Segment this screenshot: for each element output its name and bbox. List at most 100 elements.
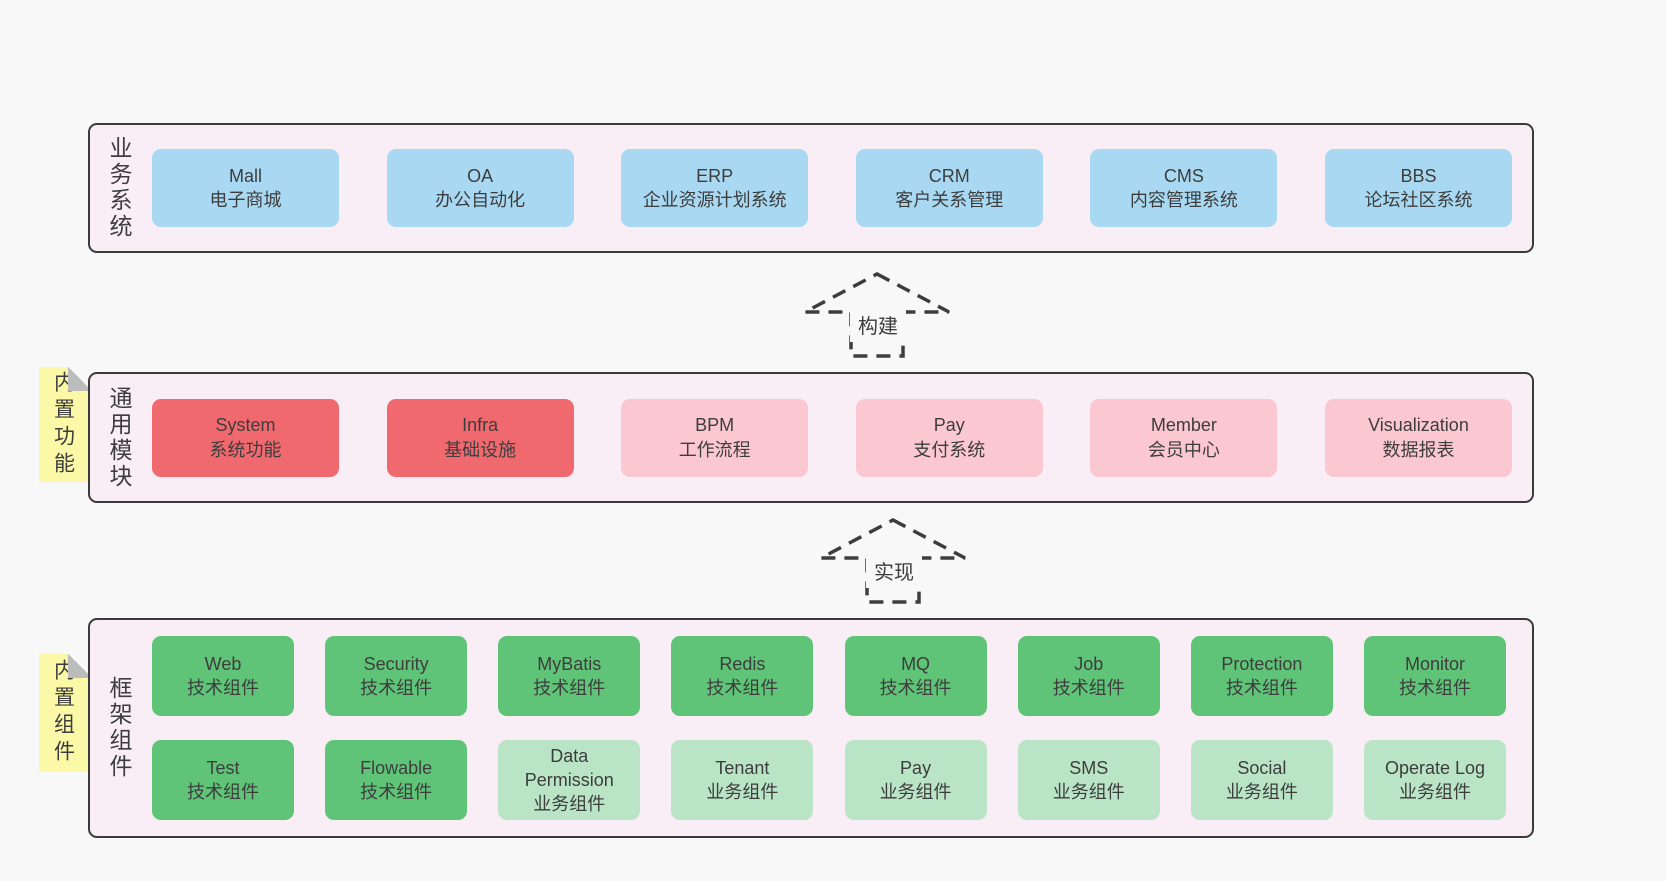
box-subtitle: 技术组件 [533,678,606,698]
diagram-box-bpm: BPM 工作流程 [621,398,809,477]
box-title: Infra [462,415,499,436]
box-subtitle: 系统功能 [209,439,282,460]
box-subtitle: 会员中心 [1147,439,1220,460]
box-subtitle: 技术组件 [706,678,779,698]
box-title: Tenant [715,757,770,778]
diagram-box-mybatis: MyBatis 技术组件 [498,636,641,716]
diagram-box-web: Web 技术组件 [152,636,294,716]
diagram-box-erp: ERP 企业资源计划系统 [621,149,809,227]
arrow-outline [820,518,966,604]
box-subtitle: 业务组件 [533,794,606,815]
box-subtitle: 电子商城 [209,190,282,210]
box-subtitle: 业务组件 [879,782,952,802]
box-title: Flowable [360,757,433,778]
box-title: BPM [695,415,735,436]
diagram-box-social: Social 业务组件 [1190,740,1333,820]
diagram-box-redis: Redis 技术组件 [671,636,814,716]
box-subtitle: 数据报表 [1382,439,1455,460]
box-subtitle: 业务组件 [1225,782,1298,802]
diagram-box-pay: Pay 业务组件 [844,740,987,820]
diagram-box-data-permission: Data Permission 业务组件 [498,740,641,820]
box-subtitle: 内容管理系统 [1129,190,1238,210]
box-subtitle: 基础设施 [444,439,517,460]
box-title: CMS [1163,165,1204,186]
arrow-outline [804,272,950,358]
diagram-box-member: Member 会员中心 [1090,398,1278,477]
box-title: Redis [719,653,766,674]
box-title: Pay [933,415,965,436]
section-title: 框架组件 [106,676,132,780]
box-subtitle: 技术组件 [1225,678,1298,698]
diagram-box-bbs: BBS 论坛社区系统 [1324,149,1512,227]
box-title: Security [363,653,429,674]
box-subtitle: 技术组件 [187,782,259,802]
box-subtitle: 技术组件 [879,678,952,698]
box-title: Protection [1221,653,1303,674]
diagram-box-crm: CRM 客户关系管理 [855,149,1043,227]
box-title: MyBatis [537,653,602,674]
diagram-box-job: Job 技术组件 [1017,636,1160,716]
box-subtitle: 业务组件 [706,782,779,802]
business-systems-section: 业务系统 Mall 电子商城 OA 办公自动化 ERP 企业资源计划系统 CRM 客户关系管理… [88,123,1534,253]
box-title: OA [467,165,494,186]
arrow-label: 实现 [874,561,914,584]
diagram-box-visualization: Visualization 数据报表 [1324,398,1512,477]
section-title: 通用模块 [106,385,132,490]
diagram-box-security: Security 技术组件 [325,636,468,716]
box-subtitle: 企业资源计划系统 [642,190,787,210]
box-subtitle: 技术组件 [1052,678,1125,698]
box-title: Job [1074,653,1104,674]
diagram-box-monitor: Monitor 技术组件 [1363,636,1506,716]
box-title: ERP [696,165,734,186]
arrow-label: 构建 [858,315,898,338]
box-title: MQ [901,653,931,674]
box-title: Web [204,653,242,674]
box-subtitle: 论坛社区系统 [1364,190,1473,210]
box-title: System [215,415,276,436]
diagram-box-infra: Infra 基础设施 [386,398,574,477]
section-title: 业务系统 [106,136,132,240]
box-title: Operate Log [1384,757,1486,778]
box-subtitle: 业务组件 [1052,782,1125,802]
box-title: BBS [1400,165,1437,186]
diagram-box-operate-log: Operate Log 业务组件 [1363,740,1506,820]
implement-arrow: 实现 [820,518,966,604]
diagram-box-mall: Mall 电子商城 [152,149,339,227]
diagram-box-oa: OA 办公自动化 [386,149,574,227]
box-subtitle: 技术组件 [187,678,259,698]
arrow-label-background [866,554,922,588]
diagram-box-system: System 系统功能 [152,398,339,477]
diagram-box-test: Test 技术组件 [152,740,294,820]
box-title: Visualization [1368,415,1469,436]
box-title: Monitor [1404,653,1465,674]
box-title: Social [1237,757,1287,778]
sticky-label: 内置功能 [51,370,75,479]
box-title: Pay [900,757,932,778]
sticky-note-built-in-components: 内置组件 [39,654,92,772]
box-title: Test [206,757,240,778]
box-subtitle: 业务组件 [1398,782,1471,802]
build-arrow: 构建 [804,272,950,358]
box-subtitle: 客户关系管理 [895,190,1004,210]
box-subtitle: 办公自动化 [435,190,526,210]
box-title: Data Permission [524,745,614,790]
box-subtitle: 技术组件 [360,678,433,698]
diagram-box-mq: MQ 技术组件 [844,636,987,716]
box-subtitle: 工作流程 [678,439,751,460]
box-title: Member [1150,415,1217,436]
arrow-label-background [850,308,906,342]
box-title: CRM [928,165,970,186]
diagram-box-cms: CMS 内容管理系统 [1090,149,1278,227]
box-title: SMS [1069,757,1109,778]
box-title: Mall [228,165,262,186]
box-subtitle: 技术组件 [1398,678,1471,698]
